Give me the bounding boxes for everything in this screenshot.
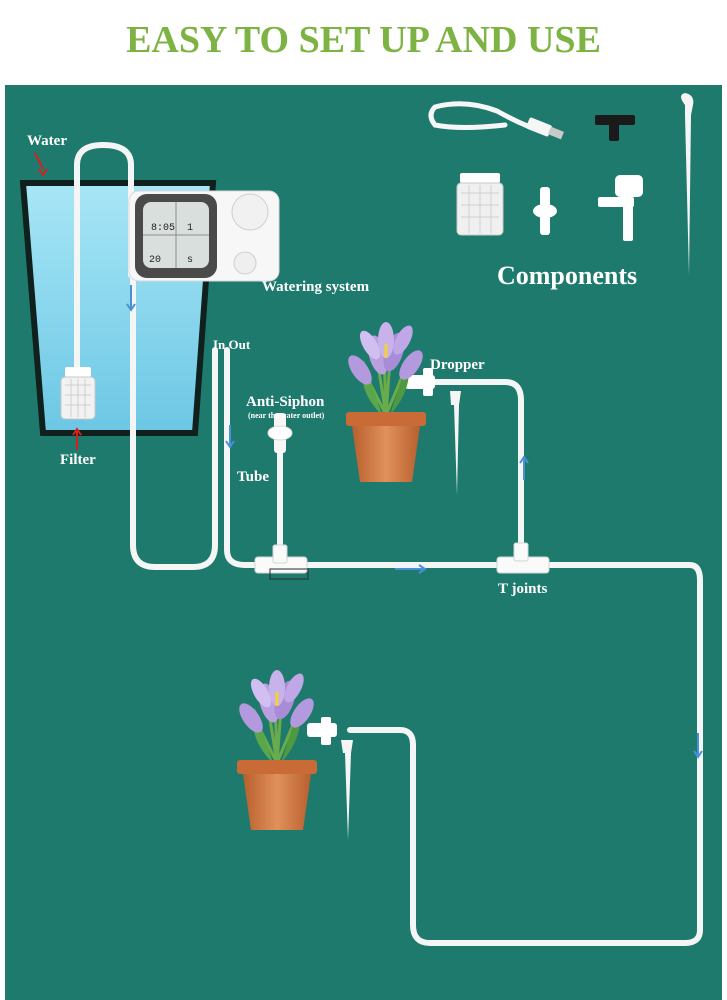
filter-arrow-icon	[72, 427, 82, 450]
controller-interval: 1	[187, 223, 193, 234]
diagram-panel: 8:05 20 1 s Water Fi	[5, 85, 722, 1000]
component-usb-cable	[428, 101, 564, 140]
label-anti-siphon-note: (near the water outlet)	[248, 411, 325, 420]
component-stake	[681, 93, 694, 275]
component-dropper	[598, 175, 643, 241]
label-components: Components	[497, 261, 637, 290]
controller-pump-time: 20	[149, 255, 161, 266]
diagram-svg: 8:05 20 1 s Water Fi	[5, 85, 722, 1000]
label-watering-system: Watering system	[262, 279, 370, 295]
label-tube: Tube	[237, 469, 269, 485]
dropper-upper	[405, 368, 461, 495]
controller-device	[128, 190, 280, 282]
t-joint-left	[254, 544, 309, 580]
tubing	[74, 142, 703, 946]
controller-time: 8:05	[151, 223, 175, 234]
t-joint-right	[496, 542, 550, 574]
label-filter: Filter	[60, 452, 96, 468]
controller-unit: s	[187, 255, 193, 266]
label-in-out: In Out	[213, 337, 251, 352]
flow-arrows	[126, 285, 703, 759]
page-title: EASY TO SET UP AND USE	[126, 19, 601, 61]
filter-icon	[60, 367, 96, 420]
dropper-lower	[307, 717, 353, 840]
anti-siphon-valve	[267, 413, 293, 453]
component-anti-siphon	[533, 187, 557, 235]
label-anti-siphon: Anti-Siphon	[246, 394, 325, 410]
label-t-joints: T joints	[498, 581, 547, 597]
component-t-joint	[595, 115, 635, 141]
label-water: Water	[27, 133, 67, 149]
water-arrow-icon	[34, 152, 48, 177]
label-dropper: Dropper	[430, 357, 485, 373]
component-filter	[456, 173, 504, 236]
